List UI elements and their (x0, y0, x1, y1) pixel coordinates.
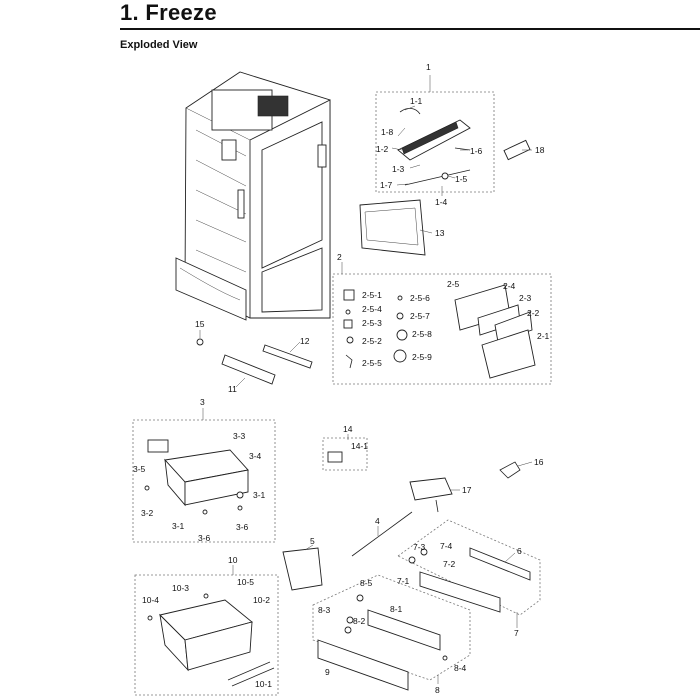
group-box-1 (375, 91, 495, 193)
callout-2-4: 2-4 (503, 281, 516, 291)
callout-2-5-2: 2-5-2 (362, 336, 382, 346)
callout-2-5-9: 2-5-9 (412, 352, 432, 362)
part-1-evaporator-cover (397, 108, 471, 186)
callout-10-2: 10-2 (253, 595, 270, 605)
callout-2-5-1: 2-5-1 (362, 290, 382, 300)
leader-lines (199, 75, 533, 684)
callout-3-1b: 3-1 (172, 521, 185, 531)
callout-2-5-4: 2-5-4 (362, 304, 382, 314)
callout-14-1: 14-1 (351, 441, 368, 451)
callout-1-4: 1-4 (435, 197, 448, 207)
callout-2-5-6: 2-5-6 (410, 293, 430, 303)
callout-8-5: 8-5 (360, 578, 373, 588)
group-box-10 (134, 574, 279, 696)
part-5-cover (282, 547, 323, 591)
callout-7-2: 7-2 (443, 559, 456, 569)
callout-1-1: 1-1 (410, 96, 423, 106)
callout-1-7: 1-7 (380, 180, 393, 190)
part-10-basket (147, 593, 275, 687)
callout-3-5: 3-5 (133, 464, 146, 474)
callout-15: 15 (195, 319, 205, 329)
callout-3: 3 (200, 397, 205, 407)
part-6-rail (469, 547, 531, 581)
callout-2-2: 2-2 (527, 308, 540, 318)
callout-10-1: 10-1 (255, 679, 272, 689)
callout-8-1: 8-1 (390, 604, 403, 614)
callout-2: 2 (337, 252, 342, 262)
callout-1-5: 1-5 (455, 174, 468, 184)
callout-9: 9 (325, 667, 330, 677)
part-4-rod (351, 511, 413, 557)
callout-8-4: 8-4 (454, 663, 467, 673)
group-box-8 (312, 574, 471, 681)
callout-13: 13 (435, 228, 445, 238)
callout-14: 14 (343, 424, 353, 434)
callout-7-1: 7-1 (397, 576, 410, 586)
callout-labels: 1 1-1 1-8 1-2 1-6 1-3 1-5 1-7 1-4 18 13 … (133, 62, 550, 695)
callout-7: 7 (514, 628, 519, 638)
callout-12: 12 (300, 336, 310, 346)
callout-1-2: 1-2 (376, 144, 389, 154)
callout-8-2: 8-2 (353, 616, 366, 626)
callout-3-4: 3-4 (249, 451, 262, 461)
part-17-damper (409, 477, 453, 513)
callout-7-3: 7-3 (413, 542, 426, 552)
part-13-duct (359, 199, 426, 256)
callout-3-1a: 3-1 (253, 490, 266, 500)
callout-3-6b: 3-6 (198, 533, 211, 543)
callout-1: 1 (426, 62, 431, 72)
callout-1-6: 1-6 (470, 146, 483, 156)
callout-2-1: 2-1 (537, 331, 550, 341)
part-15-screw (196, 338, 204, 346)
callout-10: 10 (228, 555, 238, 565)
callout-4: 4 (375, 516, 380, 526)
callout-16: 16 (534, 457, 544, 467)
callout-2-5-5: 2-5-5 (362, 358, 382, 368)
callout-3-6a: 3-6 (236, 522, 249, 532)
part-8-rail-assembly (344, 594, 448, 661)
callout-5: 5 (310, 536, 315, 546)
callout-18: 18 (535, 145, 545, 155)
part-7-rail-assembly (408, 548, 501, 613)
part-11-rail (221, 354, 276, 385)
callout-2-5-8: 2-5-8 (412, 329, 432, 339)
group-box-14 (322, 437, 368, 471)
group-box-2 (332, 273, 552, 385)
callout-6: 6 (517, 546, 522, 556)
callout-8: 8 (435, 685, 440, 695)
callout-2-5-7: 2-5-7 (410, 311, 430, 321)
refrigerator-cabinet (175, 71, 331, 321)
callout-10-4: 10-4 (142, 595, 159, 605)
callout-2-3: 2-3 (519, 293, 532, 303)
callout-10-5: 10-5 (237, 577, 254, 587)
callout-8-3: 8-3 (318, 605, 331, 615)
page-title: 1. Freeze (120, 0, 217, 25)
part-12-rail (262, 344, 313, 369)
callout-7-4: 7-4 (440, 541, 453, 551)
callout-3-3: 3-3 (233, 431, 246, 441)
callout-10-3: 10-3 (172, 583, 189, 593)
title-rule (120, 28, 700, 30)
callout-3-2: 3-2 (141, 508, 154, 518)
part-18-fitting (503, 139, 531, 161)
callout-2-5-3: 2-5-3 (362, 318, 382, 328)
callout-17: 17 (462, 485, 472, 495)
callout-1-8: 1-8 (381, 127, 394, 137)
part-2-control-parts (343, 284, 536, 379)
part-3-freezer-drawer (144, 439, 249, 515)
callout-11: 11 (228, 384, 237, 394)
part-14-module (327, 451, 343, 463)
part-9-panel (317, 639, 409, 691)
callout-1-3: 1-3 (392, 164, 405, 174)
callout-2-5: 2-5 (447, 279, 460, 289)
section-label: Exploded View (120, 39, 198, 51)
part-16-bracket (499, 461, 521, 479)
